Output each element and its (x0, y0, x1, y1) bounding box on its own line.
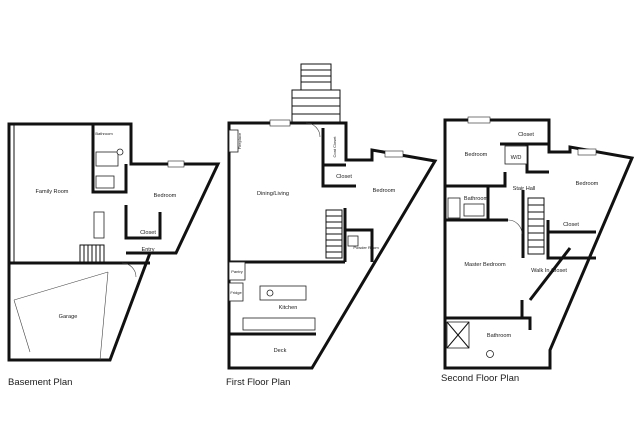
second-interior-stairs (527, 197, 545, 255)
second-walk-in-walls (528, 247, 572, 301)
second-washer-dryer (504, 145, 528, 165)
basement-plan-caption: Basement Plan (8, 377, 72, 388)
first-bedroom-label: Bedroom (373, 188, 396, 194)
first-dining-living-label: Dining/Living (257, 191, 289, 197)
first-stair-walls (343, 208, 374, 262)
first-fireplace-label: Fireplace (237, 132, 242, 149)
second-bathtub (447, 197, 461, 219)
basement-entry-label: Entry (141, 247, 154, 253)
first-window-bedroom (384, 150, 404, 158)
basement-family-room-label: Family Room (36, 189, 69, 195)
basement-plan: Family Room Bathroom Bedroom Closet Entr… (7, 122, 221, 388)
basement-mech-box (93, 211, 105, 239)
basement-garage-label: Garage (59, 314, 78, 320)
first-island (259, 285, 307, 301)
first-plan-caption: First Floor Plan (226, 377, 290, 388)
second-closet-2-label: Closet (563, 222, 579, 228)
second-bedroom-closet-walls (445, 142, 549, 188)
basement-garage-door-swing (13, 271, 109, 361)
first-deck-label: Deck (274, 348, 287, 354)
basement-bathroom-walls (91, 124, 128, 194)
first-coat-closet-label: Coat Closet (332, 136, 337, 158)
second-bedroom-2-label: Bedroom (576, 181, 599, 187)
first-powder-sink (347, 235, 359, 247)
second-shower-diag-2 (446, 321, 470, 349)
first-outer-walls (227, 121, 438, 370)
first-kitchen-label: Kitchen (279, 305, 298, 311)
second-bathroom-1-label: Bathroom (464, 196, 489, 202)
first-closet-label: Closet (336, 174, 352, 180)
first-fridge (228, 282, 244, 302)
second-master-bedroom-text: Master Bedroom (464, 262, 506, 268)
second-window-right (577, 148, 597, 156)
basement-closet-walls (124, 205, 162, 240)
second-vanity (463, 203, 485, 217)
first-powder-room-label: Powder Room (353, 245, 379, 250)
first-pantry (228, 261, 246, 281)
first-interior-stairs (325, 209, 343, 259)
basement-outer-walls (7, 122, 221, 362)
first-fridge-label: Fridge (230, 290, 242, 295)
basement-bathroom-label: Bathroom (95, 131, 113, 136)
first-door-arc (305, 122, 321, 138)
second-window-top (467, 116, 491, 124)
second-bedroom-1-label: Bedroom (465, 152, 488, 158)
basement-stairs (79, 244, 105, 264)
basement-door-arc (121, 262, 137, 278)
second-stair-walls (521, 190, 596, 260)
second-stair-hall-label: Stair Hall (513, 186, 536, 192)
first-closet-walls (321, 128, 356, 188)
first-exterior-stairs (291, 63, 341, 123)
second-master-bedroom-label: Master Bedroom (464, 262, 506, 268)
first-counter (242, 317, 316, 331)
first-sink (266, 289, 274, 297)
basement-closet-label: Closet (140, 230, 156, 236)
basement-sink (95, 175, 115, 189)
second-floor-plan: Bedroom Closet W/D Stair Hall Bedroom Ba… (441, 116, 635, 384)
second-bathroom-2-label: Bathroom (487, 333, 512, 339)
basement-bathtub (95, 151, 119, 167)
first-floor-plan: Fireplace Coat Closet Dining/Living Clos… (226, 63, 438, 388)
basement-bedroom-label: Bedroom (154, 193, 177, 199)
second-door-arc (507, 219, 523, 235)
second-outer-walls (443, 118, 635, 370)
second-toilet (486, 350, 494, 358)
basement-window (167, 160, 185, 168)
second-closet-1-label: Closet (518, 132, 534, 138)
second-walk-in-closet-label: Walk In Closet (531, 268, 567, 274)
second-master-bath-walls (445, 300, 532, 330)
second-wd-label: W/D (511, 155, 522, 161)
first-pantry-label: Pantry (231, 269, 243, 274)
second-bathroom-walls (445, 186, 508, 222)
first-fireplace (228, 129, 239, 153)
second-plan-caption: Second Floor Plan (441, 373, 519, 384)
first-window-top (269, 119, 291, 127)
basement-toilet (116, 148, 124, 156)
